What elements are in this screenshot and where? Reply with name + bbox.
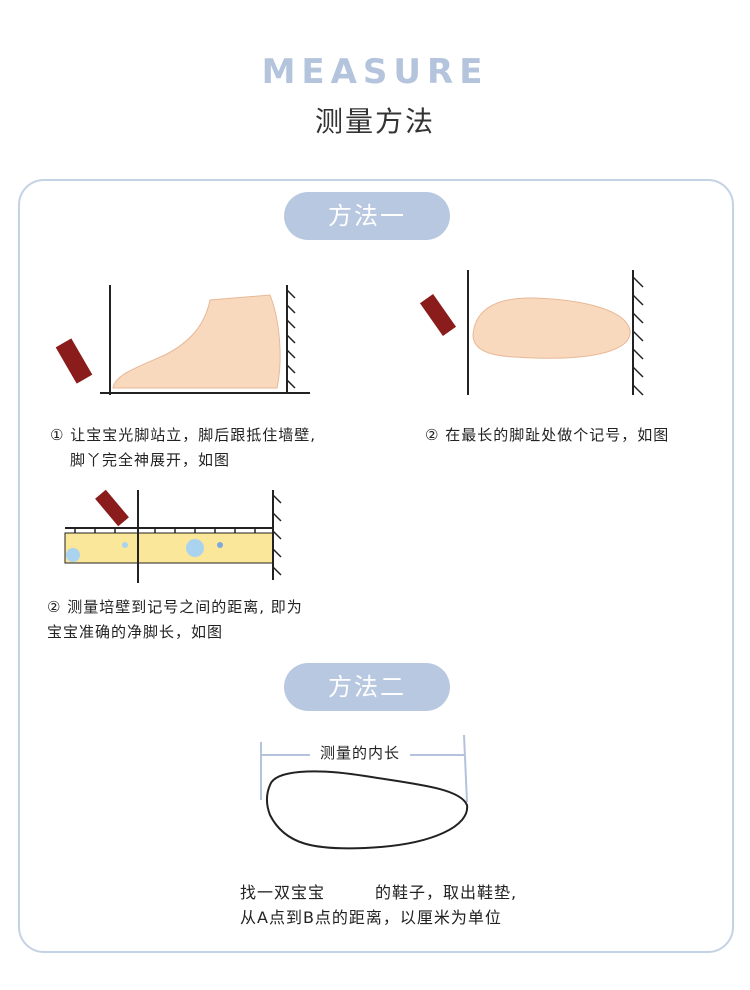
foot-side-illustration (55, 285, 310, 395)
step-three-line1: ② 测量培壁到记号之间的距离, 即为 (47, 598, 303, 616)
title-chinese: 测量方法 (314, 105, 435, 138)
method-two-line2: 从A点到B点的距离，以厘米为单位 (240, 908, 502, 927)
method-two-line1: 找一双宝宝 的鞋子，取出鞋垫, (240, 880, 517, 906)
step-three-line2: 宝宝准确的净脚长，如图 (47, 623, 224, 641)
method-two-line1-b: 的鞋子，取出鞋垫, (375, 883, 518, 902)
method-one-badge: 方法一 (284, 192, 450, 240)
title-english: MEASURE (261, 52, 489, 92)
measure-card (18, 179, 734, 953)
inner-length-label: 测量的内长 (320, 744, 401, 762)
method-two-badge: 方法二 (284, 663, 450, 711)
foot-top-illustration (419, 270, 644, 396)
ruler-illustration (64, 489, 282, 583)
insole-illustration (260, 734, 469, 850)
step-one-line1: ① 让宝宝光脚站立，脚后跟抵住墙壁, (50, 426, 316, 444)
method-two-line1-a: 找一双宝宝 (240, 883, 326, 902)
step-one-line2: 脚丫完全神展开，如图 (70, 451, 231, 469)
step-two-text: ② 在最长的脚趾处做个记号，如图 (425, 426, 670, 444)
